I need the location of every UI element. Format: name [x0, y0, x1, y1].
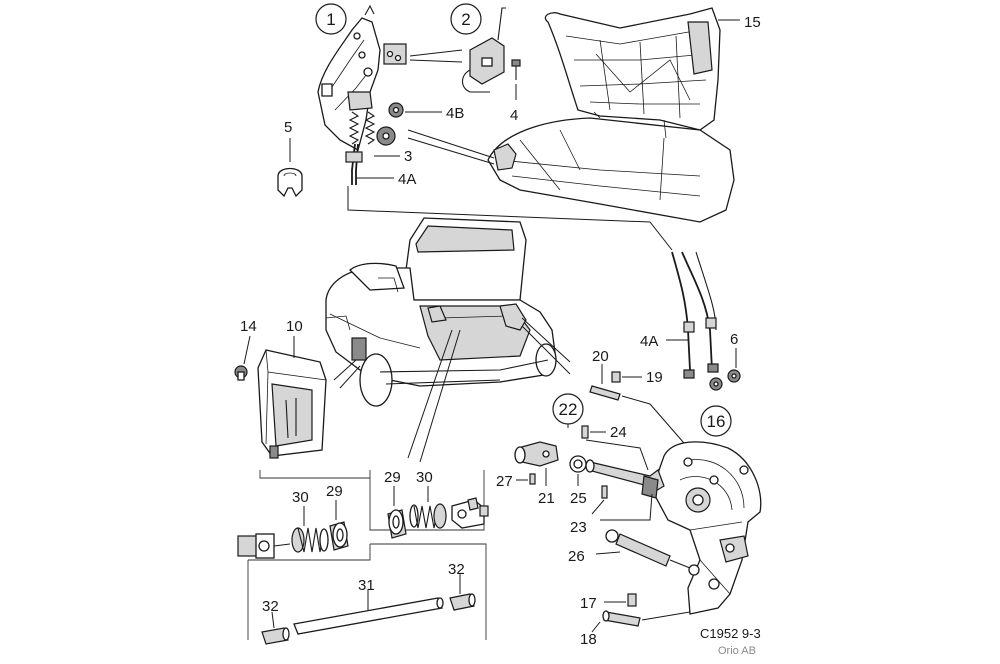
latch-detail-top	[407, 129, 517, 171]
svg-text:4A: 4A	[398, 171, 416, 188]
svg-text:4: 4	[510, 107, 518, 124]
svg-text:22: 22	[559, 400, 578, 419]
tube-32-right: 32	[448, 561, 476, 611]
spring-30-right: 30	[409, 469, 447, 529]
svg-text:5: 5	[284, 119, 292, 136]
cables-4a: 4A	[640, 251, 719, 379]
svg-text:10: 10	[286, 318, 303, 335]
svg-text:29: 29	[384, 469, 401, 486]
svg-text:4B: 4B	[446, 105, 464, 122]
hardtop-frame: 15	[544, 7, 761, 131]
clip-17: 17	[580, 593, 637, 612]
callout-2: 2	[450, 3, 482, 35]
shaft-23: 23	[570, 459, 665, 536]
svg-text:16: 16	[707, 412, 726, 431]
sleeve-29-right: 29	[384, 469, 407, 539]
credit-text: Orio AB	[718, 645, 756, 657]
screw-4: 4	[510, 59, 521, 124]
svg-text:32: 32	[448, 561, 465, 578]
svg-text:29: 29	[326, 483, 343, 500]
sleeve-29-left: 29	[326, 483, 349, 551]
svg-text:2: 2	[461, 10, 470, 29]
svg-text:4A: 4A	[640, 333, 658, 350]
car-rear-body-top	[487, 111, 735, 223]
clip-5: 5	[277, 119, 303, 198]
svg-text:27: 27	[496, 473, 513, 490]
svg-text:14: 14	[240, 318, 257, 335]
svg-text:17: 17	[580, 595, 597, 612]
svg-text:18: 18	[580, 631, 597, 648]
tube-32-left: 32	[261, 598, 290, 645]
svg-text:19: 19	[646, 369, 663, 386]
car-open-trunk	[325, 217, 557, 407]
svg-text:30: 30	[416, 469, 433, 486]
svg-text:15: 15	[744, 14, 761, 31]
callout-22: 22	[552, 393, 584, 425]
svg-text:3: 3	[404, 148, 412, 165]
svg-text:6: 6	[730, 331, 738, 348]
latch-assembly	[317, 4, 407, 185]
cable-4a-top-label: 4A	[356, 171, 416, 188]
pin-20: 20	[589, 348, 621, 401]
pin-27: 27	[496, 473, 536, 490]
nuts-6: 6	[709, 331, 741, 391]
lock-motor	[461, 7, 506, 93]
svg-text:25: 25	[570, 490, 587, 507]
pin-18: 18	[580, 610, 641, 648]
svg-text:26: 26	[568, 548, 585, 565]
svg-text:1: 1	[326, 10, 335, 29]
hinge-assembly-16	[651, 441, 762, 615]
control-module-10: 10	[257, 318, 327, 459]
svg-text:31: 31	[358, 577, 375, 594]
nut-3: 3	[374, 126, 412, 165]
drawing-code: C1952 9-3	[700, 626, 761, 641]
shaft-31: 31	[293, 577, 444, 635]
svg-text:30: 30	[292, 489, 309, 506]
washer-4b: 4B	[388, 102, 464, 122]
pin-24: 24	[581, 424, 627, 441]
gas-strut-26: 26	[568, 529, 700, 576]
washer-25: 25	[569, 455, 587, 507]
end-fitting-right	[451, 497, 489, 529]
svg-text:32: 32	[262, 598, 279, 615]
svg-text:23: 23	[570, 519, 587, 536]
clip-19: 19	[611, 369, 663, 386]
svg-text:24: 24	[610, 424, 627, 441]
universal-joint-21: 21	[514, 441, 559, 507]
svg-text:21: 21	[538, 490, 555, 507]
bolt-14: 14	[234, 318, 257, 381]
callout-16: 16	[700, 405, 732, 437]
svg-text:20: 20	[592, 348, 609, 365]
spring-30-left: 30	[291, 489, 329, 553]
callout-1: 1	[315, 3, 347, 35]
end-fitting-left	[237, 533, 291, 559]
